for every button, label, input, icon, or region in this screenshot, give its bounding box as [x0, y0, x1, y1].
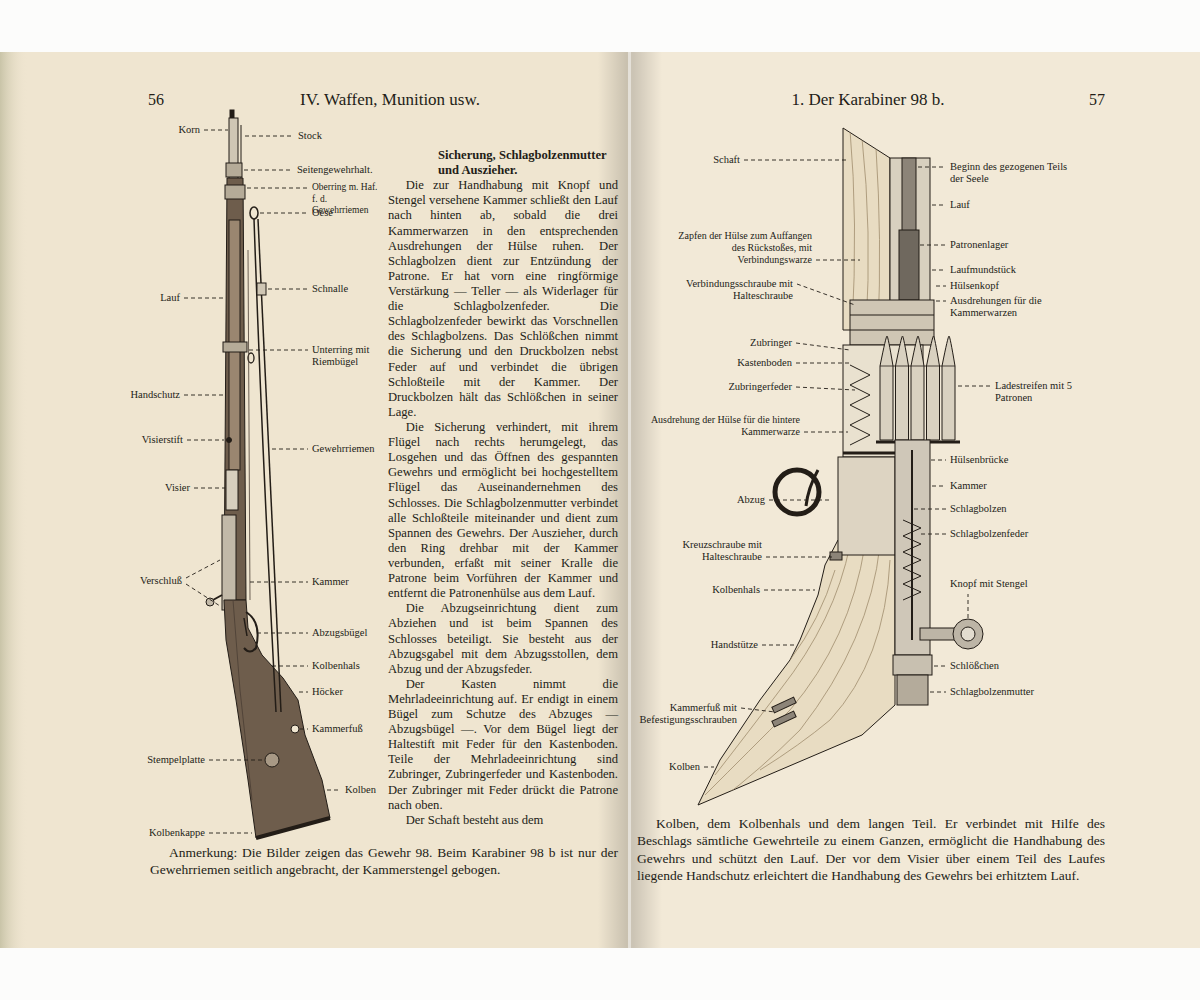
part-label: Kammer: [950, 480, 987, 493]
part-label: Stempelplatte: [147, 754, 205, 767]
running-head: 1. Der Karabiner 98 b.: [708, 90, 1028, 110]
part-label: Stock: [298, 130, 322, 143]
part-label: Kolben: [345, 784, 376, 797]
part-label: Schlagbolzenfeder: [950, 528, 1028, 541]
part-label: Knopf mit Stengel: [950, 578, 1028, 591]
part-label: Kreuzschraube mit Halteschraube: [652, 539, 762, 564]
part-label: Ladestreifen mit 5 Patronen: [995, 380, 1090, 405]
part-label: Zubringerfeder: [728, 381, 792, 394]
part-label: Höcker: [312, 686, 343, 699]
part-label: Kolbenhals: [312, 660, 360, 673]
body-text: Die zur Handhabung mit Knopf und Stengel…: [388, 178, 618, 420]
note: Anmerkung: Die Bilder zeigen das Gewehr …: [150, 844, 618, 879]
part-label: Laufmundstück: [950, 264, 1016, 277]
part-label: Verschluß: [140, 575, 182, 588]
part-label: Visier: [165, 482, 190, 495]
part-label: Abzug: [737, 494, 765, 507]
part-label: Zapfen der Hülse zum Auffangen des Rücks…: [672, 230, 812, 266]
body-text: Der Kasten nimmt die Mehrladeeinrichtung…: [388, 677, 618, 813]
text-column: Sicherung, Schlagbolzenmutter und Auszie…: [388, 148, 618, 828]
part-label: Hülsenkopf: [950, 280, 999, 293]
body-text: Der Schaft besteht aus dem: [388, 813, 618, 828]
part-label: Handschutz: [130, 389, 180, 402]
part-label: Ausdrehungen für die Kammerwarzen: [950, 295, 1060, 320]
running-head: IV. Waffen, Munition usw.: [230, 90, 550, 110]
body-text: Die Sicherung verhindert, mit ihrem Flüg…: [388, 420, 618, 601]
part-label: Lauf: [950, 199, 970, 212]
part-label: Lauf: [160, 292, 180, 305]
body-text: Die Abzugseinrichtung dient zum Abziehen…: [388, 601, 618, 677]
part-label: Gewehrriemen: [312, 443, 374, 456]
part-label: Schlagbolzenmutter: [950, 686, 1034, 699]
cutaway-drawing: [698, 128, 983, 805]
part-label: Kastenboden: [737, 357, 792, 370]
part-label: Beginn des gezogenen Teils der Seele: [950, 161, 1075, 186]
part-label: Handstütze: [711, 639, 758, 652]
part-label: Oese: [312, 207, 333, 220]
part-label: Schlagbolzen: [950, 503, 1007, 516]
part-label: Schlößchen: [950, 660, 999, 673]
part-label: Schnalle: [312, 283, 348, 296]
page-number: 57: [1089, 90, 1105, 109]
part-label: Hülsenbrücke: [950, 454, 1008, 467]
part-label: Korn: [178, 124, 200, 137]
part-label: Kolbenhals: [712, 584, 760, 597]
part-label: Kolben: [669, 761, 700, 774]
part-label: Zubringer: [750, 337, 792, 350]
section-heading: Sicherung, Schlagbolzenmutter und Auszie…: [388, 148, 618, 178]
part-label: Seitengewehrhalt.: [297, 164, 373, 177]
part-label: Verbindungsschraube mit Halteschraube: [683, 278, 793, 303]
part-label: Kammerfuß mit Befestigungsschrauben: [617, 702, 737, 727]
part-label: Patronenlager: [950, 239, 1008, 252]
part-label: Abzugsbügel: [312, 627, 367, 640]
body-text: Kolben, dem Kolbenhals und dem langen Te…: [637, 815, 1105, 884]
part-label: Kolbenkappe: [149, 827, 205, 840]
part-label: Ausdrehung der Hülse für die hintere Kam…: [640, 414, 800, 438]
page-number: 56: [148, 90, 164, 109]
part-label: Kammer: [312, 576, 349, 589]
part-label: Unterring mit Riembügel: [312, 344, 382, 369]
part-label: Schaft: [713, 154, 740, 167]
part-label: Kammerfuß: [312, 723, 363, 736]
rifle-drawing: [206, 110, 330, 838]
part-label: Visierstift: [142, 434, 183, 447]
